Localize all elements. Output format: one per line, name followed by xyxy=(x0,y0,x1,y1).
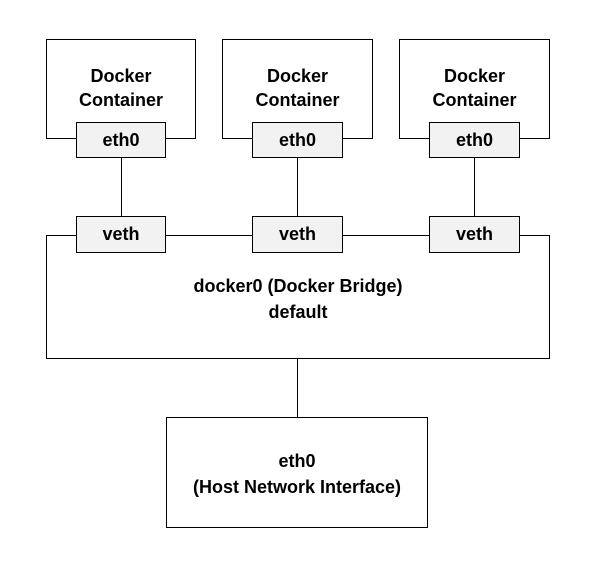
container-2-title: Docker Container xyxy=(222,64,373,112)
veth-3: veth xyxy=(429,216,520,253)
container-3-title: Docker Container xyxy=(399,64,550,112)
connector-container2-veth xyxy=(297,158,298,216)
host-interface-name: eth0 xyxy=(278,451,316,471)
container-2-eth0: eth0 xyxy=(252,122,343,158)
connector-bridge-host xyxy=(297,358,298,418)
bridge-subtitle: default xyxy=(268,302,328,322)
container-2-title-line1: Docker xyxy=(266,66,329,86)
container-1-title-line1: Docker xyxy=(90,66,152,86)
container-1-title-line2: Container xyxy=(78,90,163,110)
container-2-title-line2: Container xyxy=(255,90,340,110)
connector-container1-veth xyxy=(121,158,122,216)
container-1-title: Docker Container xyxy=(46,64,196,112)
bridge-label: docker0 (Docker Bridge) default xyxy=(46,273,550,325)
container-1-eth0: eth0 xyxy=(76,122,166,158)
host-network-interface xyxy=(166,417,428,528)
host-label: eth0 (Host Network Interface) xyxy=(166,448,428,500)
container-3-eth0: eth0 xyxy=(429,122,520,158)
bridge-title: docker0 (Docker Bridge) xyxy=(193,276,403,296)
host-interface-description: (Host Network Interface) xyxy=(192,477,402,497)
connector-container3-veth xyxy=(474,158,475,216)
container-3-title-line2: Container xyxy=(432,90,517,110)
docker-bridge xyxy=(46,235,550,359)
veth-1: veth xyxy=(76,216,166,253)
container-3-title-line1: Docker xyxy=(443,66,506,86)
veth-2: veth xyxy=(252,216,343,253)
